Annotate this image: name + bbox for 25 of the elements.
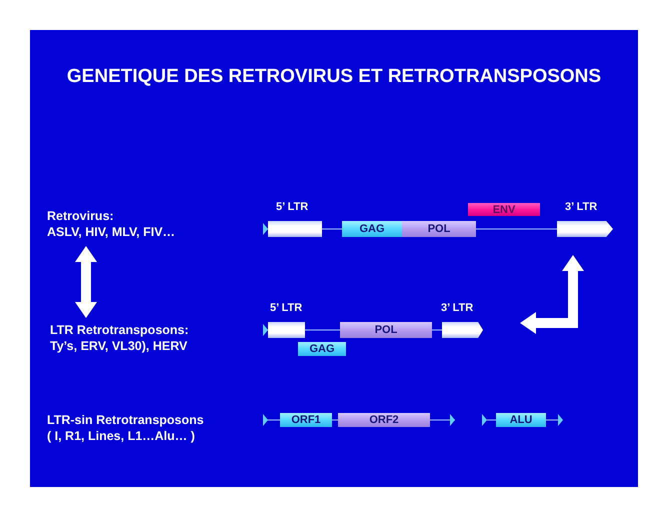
- gene-segment: GAG: [342, 221, 402, 237]
- gene-segment: POL: [340, 322, 432, 338]
- ltr-label: 5’ LTR: [270, 302, 302, 314]
- gene-segment: ALU: [496, 413, 546, 427]
- group-heading: LTR-sin Retrotransposons: [47, 412, 204, 428]
- gene-segment: GAG: [298, 342, 346, 356]
- ltr-box: [442, 322, 483, 338]
- arrow: [520, 255, 584, 334]
- gene-segment: ORF1: [280, 413, 332, 427]
- gene-segment: ENV: [468, 203, 540, 216]
- slide-title: GENETIQUE DES RETROVIRUS ET RETROTRANSPOSONS: [66, 66, 602, 88]
- group-heading: LTR Retrotransposons:: [50, 322, 189, 338]
- ltr-box: [268, 221, 322, 237]
- ltr-box: [557, 221, 613, 237]
- ltr-label: 3’ LTR: [565, 201, 598, 213]
- member-list: ASLV, HIV, MLV, FIV…: [47, 224, 176, 240]
- group-heading: Retrovirus:: [47, 208, 114, 224]
- gene-segment: ORF2: [338, 413, 430, 427]
- ltr-box: [268, 322, 305, 338]
- ltr-label: 5’ LTR: [276, 201, 308, 213]
- ltr-label: 3’ LTR: [441, 302, 474, 314]
- member-list: Ty’s, ERV, VL30), HERV: [50, 338, 188, 354]
- arrow: [75, 246, 97, 318]
- member-list: ( I, R1, Lines, L1…Alu… ): [47, 428, 195, 444]
- gene-segment: POL: [402, 221, 476, 237]
